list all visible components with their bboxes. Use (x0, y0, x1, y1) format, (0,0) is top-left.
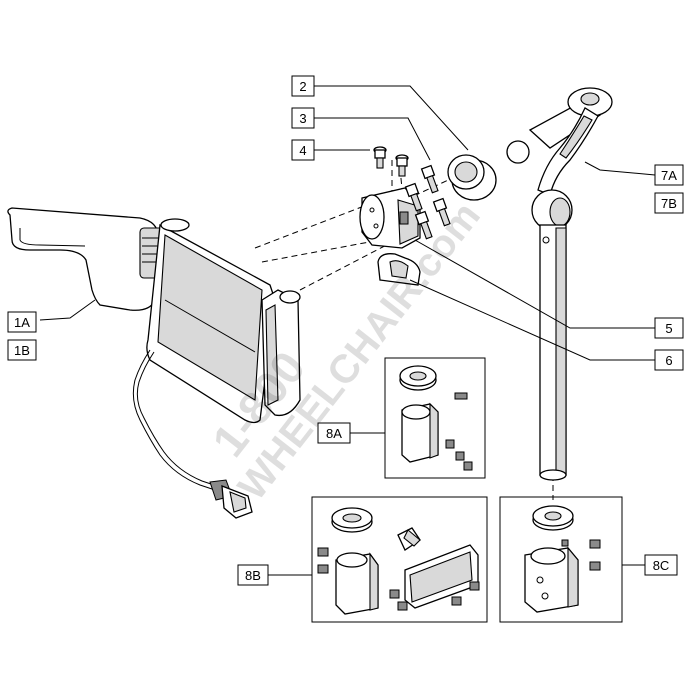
callout-7a: 7A (654, 164, 684, 186)
joystick-module (7, 207, 301, 424)
callout-3: 3 (291, 107, 315, 129)
callout-label-8c: 8C (653, 558, 670, 573)
callout-label-6: 6 (665, 353, 672, 368)
callout-label-2: 2 (299, 79, 306, 94)
joystick-cable (132, 349, 253, 519)
detail-box-8a (384, 357, 486, 479)
clamp-saddle (377, 253, 421, 286)
detail-box-8c (499, 496, 623, 623)
ball-end (506, 140, 530, 164)
callout-label-1b: 1B (14, 343, 30, 358)
callout-label-8b: 8B (245, 568, 261, 583)
callout-2: 2 (291, 75, 315, 97)
screws (373, 146, 451, 240)
callout-label-7b: 7B (661, 196, 677, 211)
collar-ring (447, 154, 497, 201)
callout-label-1a: 1A (14, 315, 30, 330)
swing-arm (528, 87, 613, 481)
clamp-hub (359, 187, 421, 249)
callout-1a: 1A (7, 311, 37, 333)
callout-7b: 7B (654, 192, 684, 214)
callout-label-3: 3 (299, 111, 306, 126)
callout-8c: 8C (644, 554, 678, 576)
callout-label-4: 4 (299, 143, 306, 158)
callout-6: 6 (654, 349, 684, 371)
callout-label-7a: 7A (661, 168, 677, 183)
detail-box-8b (311, 496, 488, 623)
leader-lines (39, 85, 656, 576)
callout-5: 5 (654, 317, 684, 339)
callout-1b: 1B (7, 339, 37, 361)
callout-8b: 8B (237, 564, 269, 586)
callout-4: 4 (291, 139, 315, 161)
callout-label-5: 5 (665, 321, 672, 336)
callout-label-8a: 8A (326, 426, 342, 441)
callout-8a: 8A (317, 422, 351, 444)
